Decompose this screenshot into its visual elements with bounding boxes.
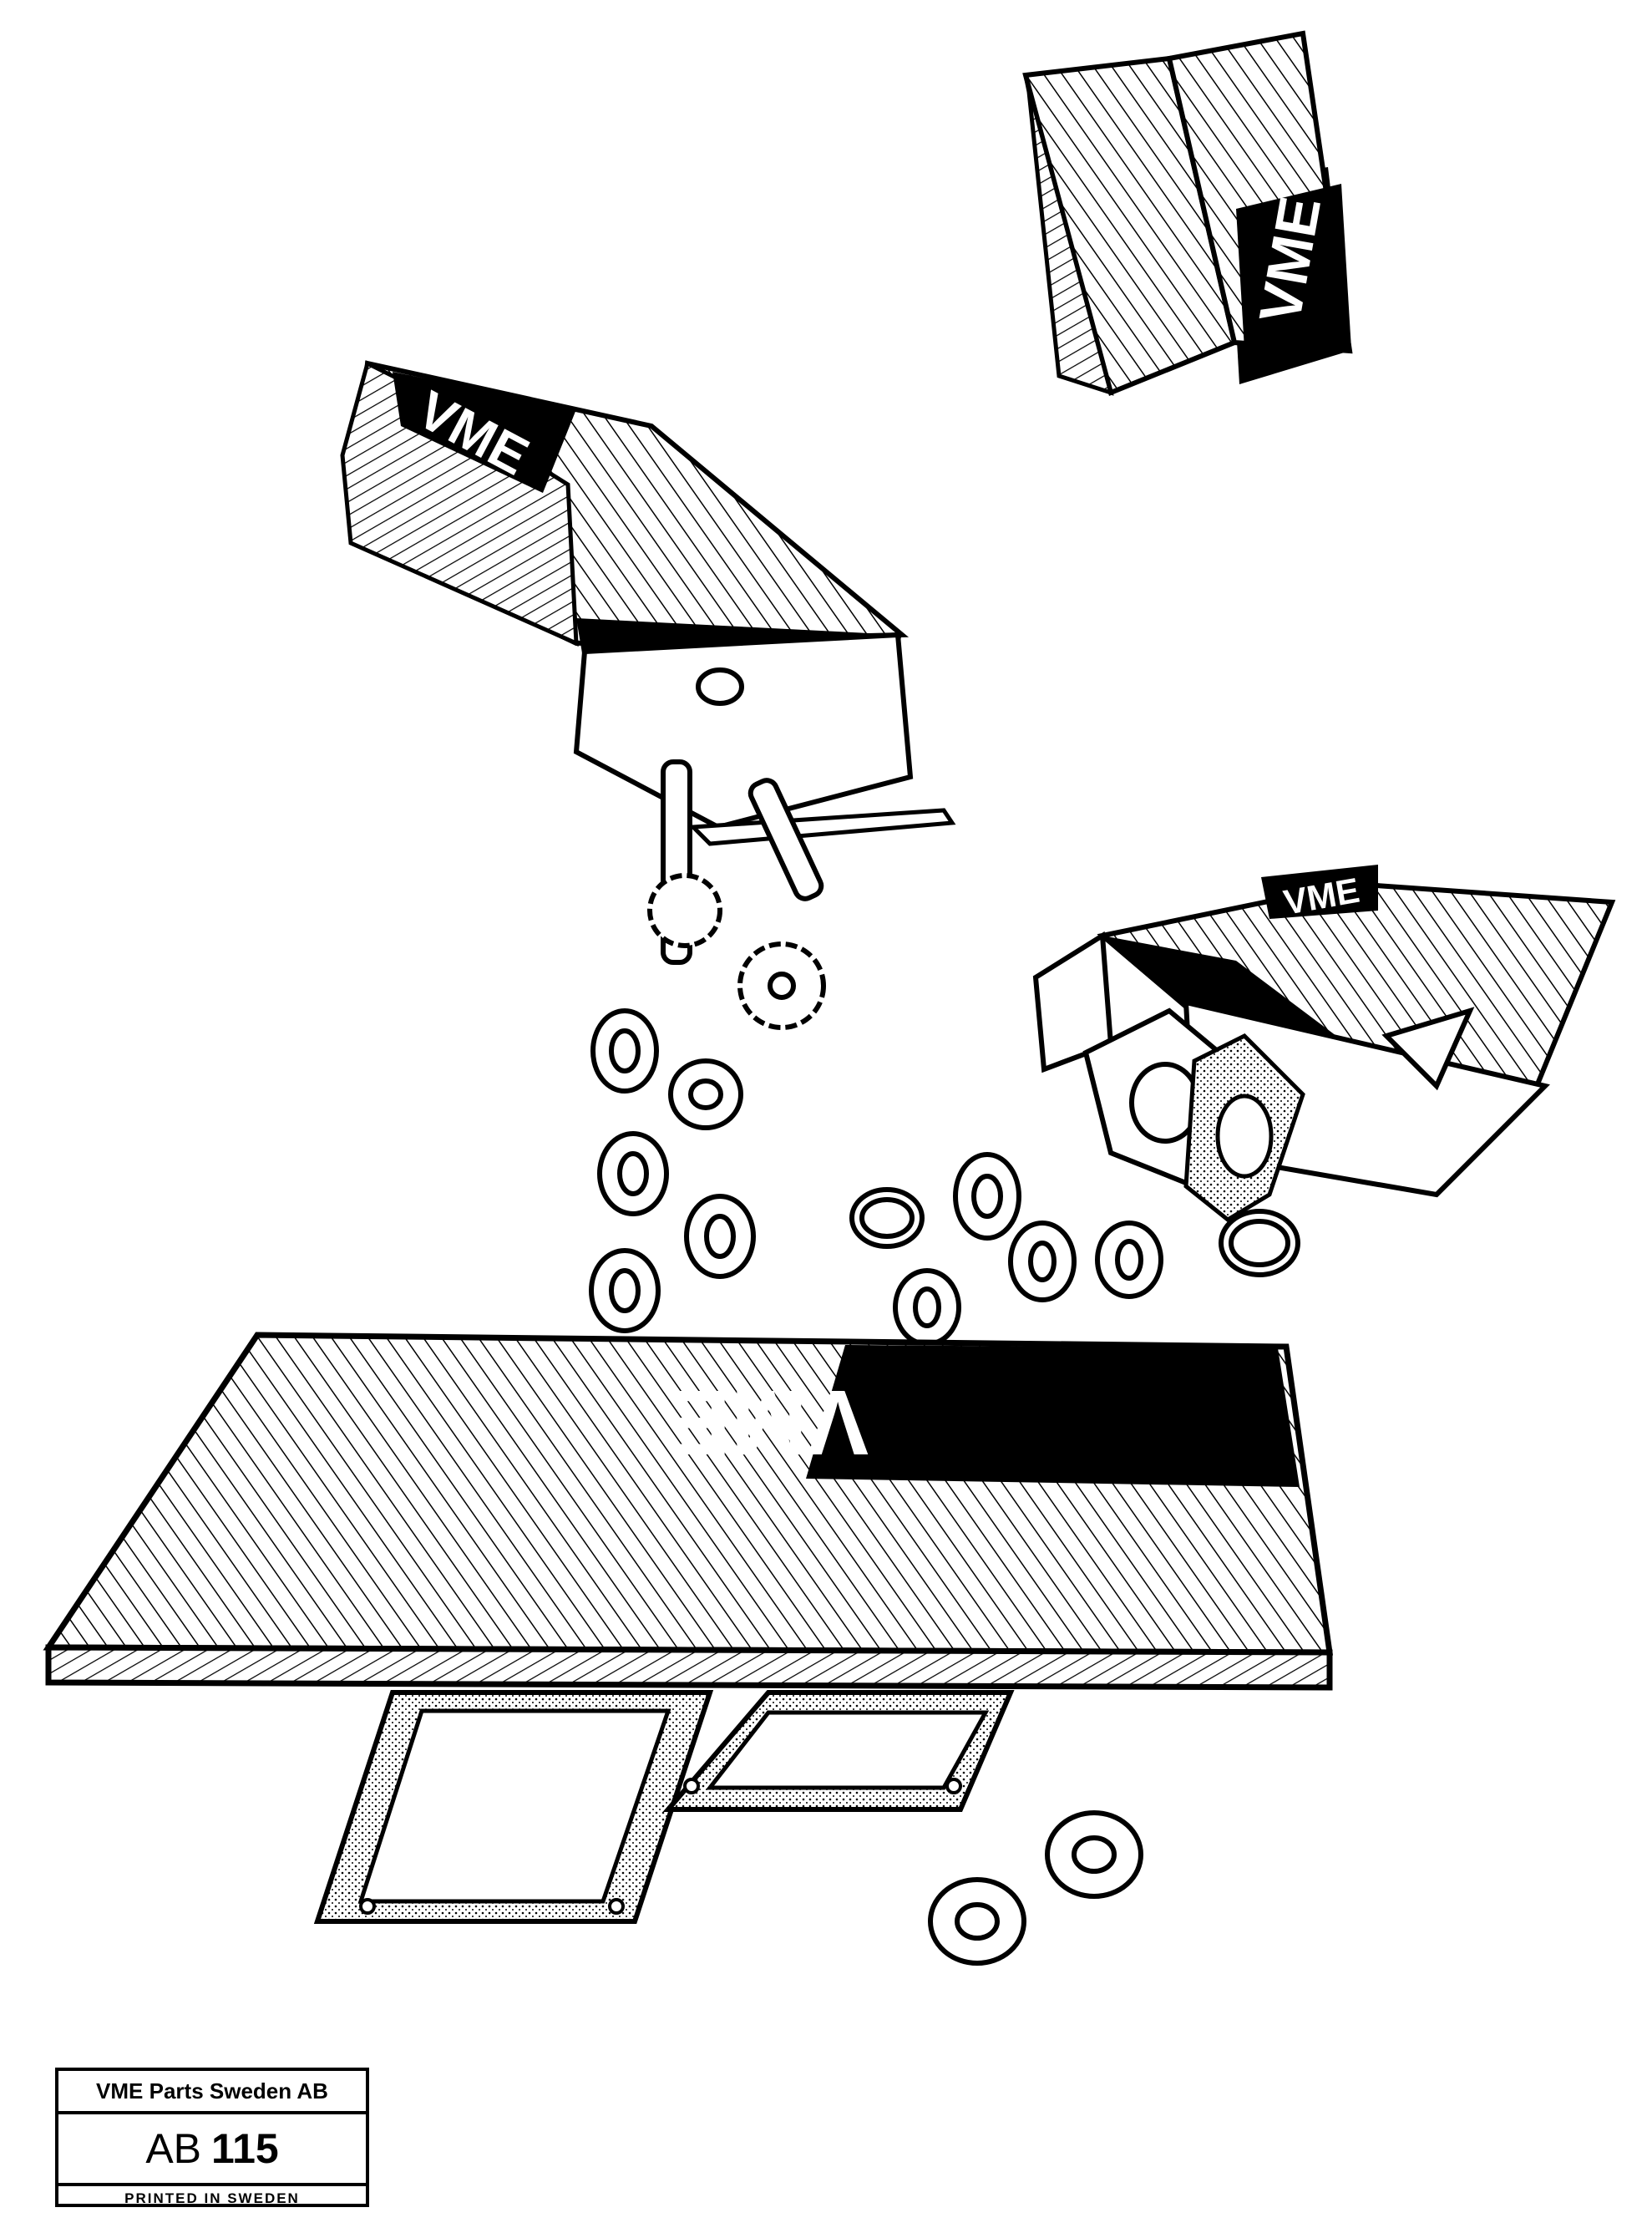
document-code-prefix: AB — [145, 2125, 202, 2172]
publisher-label: VME Parts Sweden AB AB 115 PRINTED IN SW… — [55, 2068, 369, 2207]
bearings — [928, 1810, 1143, 1966]
parts-box-open-left: VME — [340, 360, 956, 846]
pin-icon-2 — [747, 778, 824, 901]
parts-box-open-right: VME — [1032, 865, 1616, 1223]
gaskets-bottom — [313, 1690, 1015, 1924]
gear-icon — [647, 873, 722, 948]
printed-in-label: PRINTED IN SWEDEN — [58, 2183, 366, 2210]
parts-box-flat-large: VME — [43, 1332, 1334, 1691]
small-parts-group-right — [849, 1152, 1300, 1347]
company-name: VME Parts Sweden AB — [58, 2071, 366, 2114]
bushing-icon — [696, 667, 744, 706]
document-code: AB 115 — [58, 2114, 366, 2183]
vme-logo-icon-4: VME — [670, 1371, 869, 1474]
document-code-number: 115 — [211, 2125, 279, 2172]
parts-box-top-right: VME — [1022, 30, 1353, 397]
small-parts-group-left — [589, 667, 826, 1333]
